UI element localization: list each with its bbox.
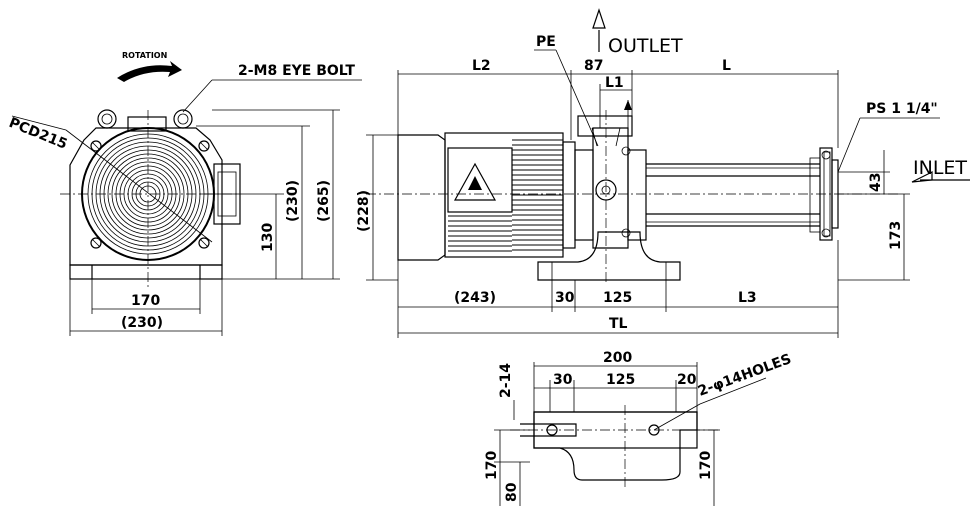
base-dim-2-14: 2-14 [498, 363, 514, 398]
eye-bolt-right [173, 109, 193, 129]
ps-label: PS 1 1/4" [866, 101, 938, 117]
warning-icon [453, 162, 497, 201]
dim-230-height: (230) [285, 180, 301, 222]
dim-170-front: 170 [131, 293, 160, 309]
dim-125-side: 125 [603, 290, 632, 306]
dim-L: L [722, 58, 731, 74]
outlet-arrow-icon [592, 8, 606, 29]
base-dim-20: 20 [677, 372, 697, 388]
base-dim-30: 30 [553, 372, 573, 388]
dim-87: 87 [584, 58, 603, 74]
pcd-label: PCD215 [7, 115, 70, 153]
motor-fins [448, 139, 563, 252]
front-view: ROTATION PCD215 2-M8 EYE BOLT [7, 51, 362, 336]
dim-173: 173 [888, 221, 904, 250]
rotation-arrow-icon [117, 61, 182, 82]
base-dim-200: 200 [603, 350, 632, 366]
dim-TL: TL [609, 316, 628, 332]
base-dim-80: 80 [504, 482, 520, 502]
base-dim-170-left: 170 [484, 451, 500, 480]
dim-130: 130 [260, 223, 276, 252]
base-view: 200 30 125 20 2-14 2-φ14HOLES 170 80 170 [484, 350, 794, 506]
dim-243: (243) [454, 290, 496, 306]
dim-265: (265) [316, 180, 332, 222]
rotation-label: ROTATION [122, 51, 167, 60]
side-view: OUTLET PE INLET PS 1 1/4" L2 87 L L1 (22… [356, 8, 970, 338]
dim-230-width: (230) [121, 315, 163, 331]
inlet-arrow-icon [911, 171, 933, 183]
dim-30-side: 30 [555, 290, 575, 306]
eye-bolt-left [97, 109, 117, 129]
base-dim-125: 125 [606, 372, 635, 388]
base-dim-170-right: 170 [698, 451, 714, 480]
outlet-label: OUTLET [608, 35, 683, 57]
dim-L2: L2 [472, 58, 491, 74]
pe-label: PE [536, 34, 556, 50]
dim-L3: L3 [738, 290, 757, 306]
dim-L1: L1 [605, 75, 624, 91]
inlet-label: INLET [913, 157, 967, 179]
dim-43: 43 [868, 173, 884, 192]
eye-bolt-label: 2-M8 EYE BOLT [238, 63, 355, 79]
dim-228: (228) [356, 190, 372, 232]
holes-label: 2-φ14HOLES [696, 351, 794, 400]
